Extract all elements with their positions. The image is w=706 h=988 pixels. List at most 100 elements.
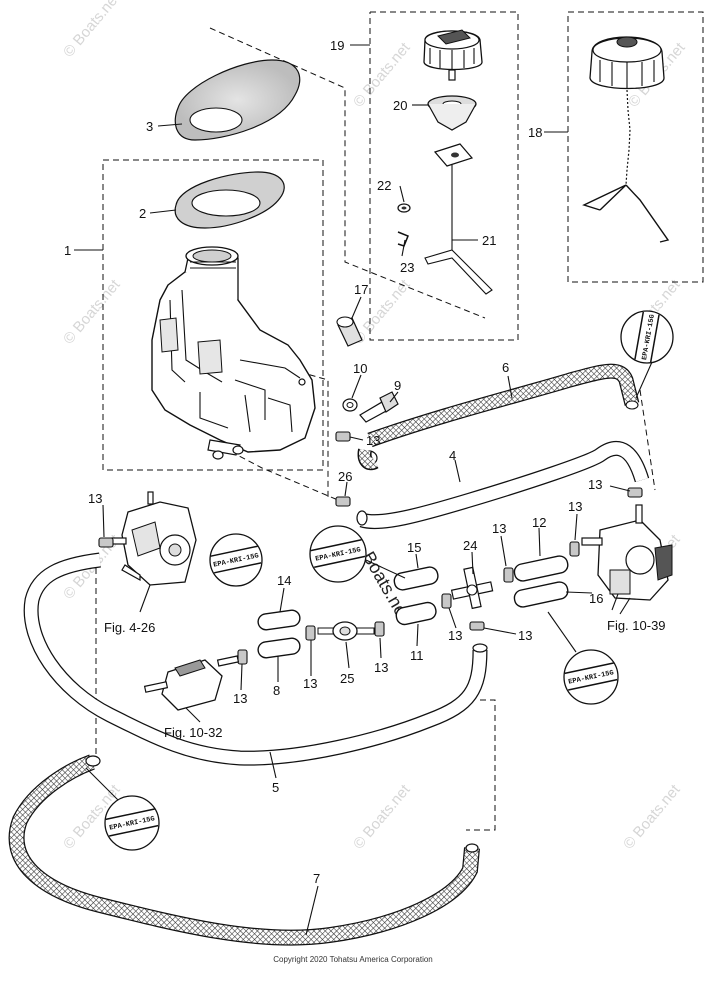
label-2: 2	[139, 206, 146, 221]
dipstick-21	[424, 143, 493, 295]
label-8: 8	[273, 683, 280, 698]
label-13: 13	[366, 433, 380, 448]
label-21: 21	[482, 233, 496, 248]
epa-tag-hose-16: EPA-KRI-15G	[547, 611, 619, 705]
part-labels: 3 2 1 19 20 18 22 21 23 17 6 10 9 13 4 2…	[64, 38, 666, 886]
label-22: 22	[377, 178, 391, 193]
leader-dashed-3	[209, 27, 486, 319]
epa-tag-hose-15: EPA-KRI-15G	[309, 525, 406, 583]
fig-ref-10-32: Fig. 10-32	[164, 725, 223, 740]
hose-7	[8, 754, 480, 946]
hose-6	[357, 363, 640, 471]
cap-with-chain-18	[582, 36, 670, 243]
label-13: 13	[88, 491, 102, 506]
oil-tank-1	[151, 246, 316, 460]
leader-dashed-6	[639, 389, 656, 491]
label-13: 13	[374, 660, 388, 675]
label-13: 13	[303, 676, 317, 691]
hose-12	[513, 555, 569, 582]
leader-dashed-7	[466, 699, 496, 831]
label-13: 13	[588, 477, 602, 492]
oil-pump-fig-10-39	[581, 504, 673, 601]
hose-5	[23, 552, 488, 766]
foam-pad-3	[174, 59, 301, 141]
clamp-13	[237, 649, 248, 665]
watermark: © Boats.net	[60, 276, 124, 348]
clamp-13	[469, 621, 485, 631]
oil-pump-fig-10-32	[143, 655, 240, 711]
label-9: 9	[394, 378, 401, 393]
watermark: © Boats.net	[60, 0, 124, 61]
label-5: 5	[272, 780, 279, 795]
leader-dashed-4	[221, 446, 339, 501]
label-13: 13	[518, 628, 532, 643]
group-outlines	[95, 11, 704, 831]
clamps-lower	[237, 567, 514, 665]
clamp-26	[335, 496, 351, 507]
hose-8	[257, 637, 301, 659]
clamp-13	[503, 567, 514, 583]
fig-ref-10-39: Fig. 10-39	[607, 618, 666, 633]
washer-22	[397, 203, 411, 213]
label-18: 18	[528, 125, 542, 140]
label-20: 20	[393, 98, 407, 113]
cap-group-box-19	[369, 11, 519, 341]
clamp-13	[374, 621, 385, 637]
label-10: 10	[353, 361, 367, 376]
epa-tag-hose-8: EPA-KRI-15G	[209, 533, 263, 587]
label-16: 16	[589, 591, 603, 606]
label-11: 11	[410, 648, 424, 663]
leader-lines	[74, 44, 631, 936]
label-23: 23	[400, 260, 414, 275]
label-13: 13	[233, 691, 247, 706]
washer-10	[342, 398, 358, 412]
clamp-13	[335, 431, 351, 442]
label-12: 12	[532, 515, 546, 530]
clamps-upper	[335, 431, 643, 557]
watermark: © Boats.net	[620, 781, 684, 853]
label-24: 24	[463, 538, 477, 553]
gasket-2	[174, 171, 285, 229]
tank-group-box	[102, 159, 324, 471]
hose-16	[513, 581, 569, 608]
clamp-13	[441, 593, 452, 609]
watermark: © Boats.net	[350, 781, 414, 853]
label-6: 6	[502, 360, 509, 375]
clamp-13	[305, 625, 316, 641]
oil-pump-fig-4-26	[98, 491, 197, 586]
hose-11	[395, 601, 437, 626]
filter-25	[317, 621, 375, 641]
bolt-9	[359, 391, 399, 423]
epa-tag-upper-right: EPA-KRI-15G	[620, 310, 674, 399]
clamp-13	[627, 487, 643, 498]
label-17: 17	[354, 282, 368, 297]
epa-tag-hose-7: EPA-KRI-15G	[85, 767, 160, 851]
label-13: 13	[448, 628, 462, 643]
hose-4	[356, 441, 650, 530]
label-1: 1	[64, 243, 71, 258]
bushing-17	[336, 316, 363, 347]
label-13: 13	[568, 499, 582, 514]
label-15: 15	[407, 540, 421, 555]
hose-15	[393, 566, 439, 591]
pin-23	[397, 231, 409, 247]
clamp-13	[569, 541, 580, 557]
label-19: 19	[330, 38, 344, 53]
label-14: 14	[277, 573, 291, 588]
hose-14	[257, 609, 301, 631]
clamp-13	[98, 537, 114, 548]
copyright-text: Copyright 2020 Tohatsu America Corporati…	[273, 955, 433, 964]
label-26: 26	[338, 469, 352, 484]
cap-group-box-18	[567, 11, 704, 283]
label-3: 3	[146, 119, 153, 134]
label-25: 25	[340, 671, 354, 686]
label-4: 4	[449, 448, 456, 463]
filler-cap-19	[423, 29, 483, 81]
label-7: 7	[313, 871, 320, 886]
fig-ref-4-26: Fig. 4-26	[104, 620, 155, 635]
watermarks: © Boats.net © Boats.net © Boats.net © Bo…	[60, 0, 689, 853]
t-joint-24	[450, 566, 494, 610]
seal-20	[427, 95, 477, 131]
